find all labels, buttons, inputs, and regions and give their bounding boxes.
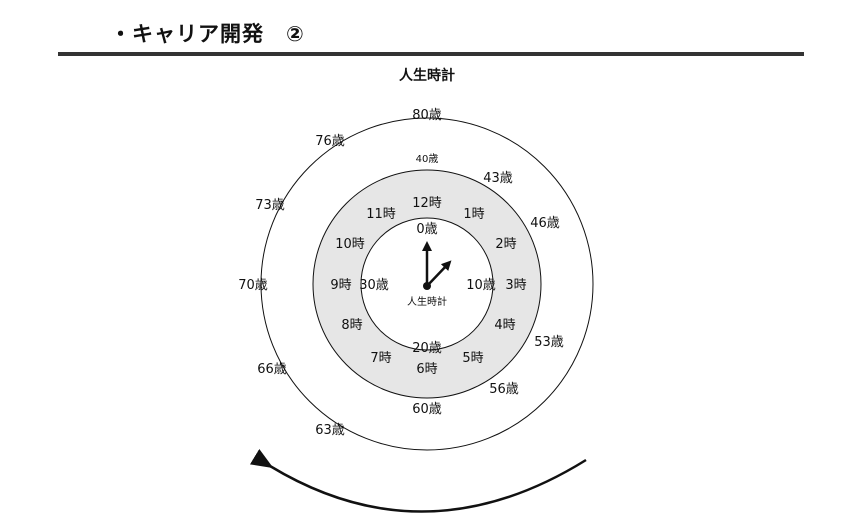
hour-label-5: 5時	[462, 351, 483, 366]
outer-age-46: 46歳	[530, 216, 560, 231]
outer-age-73: 73歳	[255, 198, 285, 213]
outer-age-70: 70歳	[238, 278, 268, 293]
inner-age-left: 30歳	[359, 278, 389, 293]
outer-age-top: 80歳	[412, 108, 442, 123]
clock-center-dot	[423, 282, 431, 290]
title-divider	[58, 52, 804, 56]
time-flow-arrow	[249, 448, 587, 513]
hour-label-6: 6時	[416, 362, 437, 377]
hour-label-1: 1時	[463, 207, 484, 222]
hour-label-9: 9時	[330, 278, 351, 293]
hour-label-11: 11時	[366, 207, 396, 222]
hour-label-4: 4時	[494, 318, 515, 333]
hour-label-12: 12時	[412, 196, 442, 211]
outer-age-43: 43歳	[483, 171, 513, 186]
inner-age-right: 10歳	[466, 278, 496, 293]
diagram-title: 人生時計	[399, 67, 455, 84]
hour-label-2: 2時	[495, 237, 516, 252]
ring-age-top: 40歳	[416, 153, 439, 165]
outer-age-56: 56歳	[489, 382, 519, 397]
center-label: 人生時計	[407, 295, 447, 308]
outer-age-76: 76歳	[315, 134, 345, 149]
page-title: ・キャリア開発 ②	[110, 22, 305, 46]
outer-age-63: 63歳	[315, 423, 345, 438]
hour-hand	[426, 260, 452, 287]
inner-age-top: 0歳	[416, 222, 437, 237]
hour-label-3: 3時	[505, 278, 526, 293]
outer-age-53: 53歳	[534, 335, 564, 350]
hour-label-10: 10時	[335, 237, 365, 252]
outer-age-60: 60歳	[412, 402, 442, 417]
hour-label-8: 8時	[341, 318, 362, 333]
inner-age-bottom: 20歳	[412, 341, 442, 356]
hour-label-7: 7時	[370, 351, 391, 366]
outer-age-66: 66歳	[257, 362, 287, 377]
